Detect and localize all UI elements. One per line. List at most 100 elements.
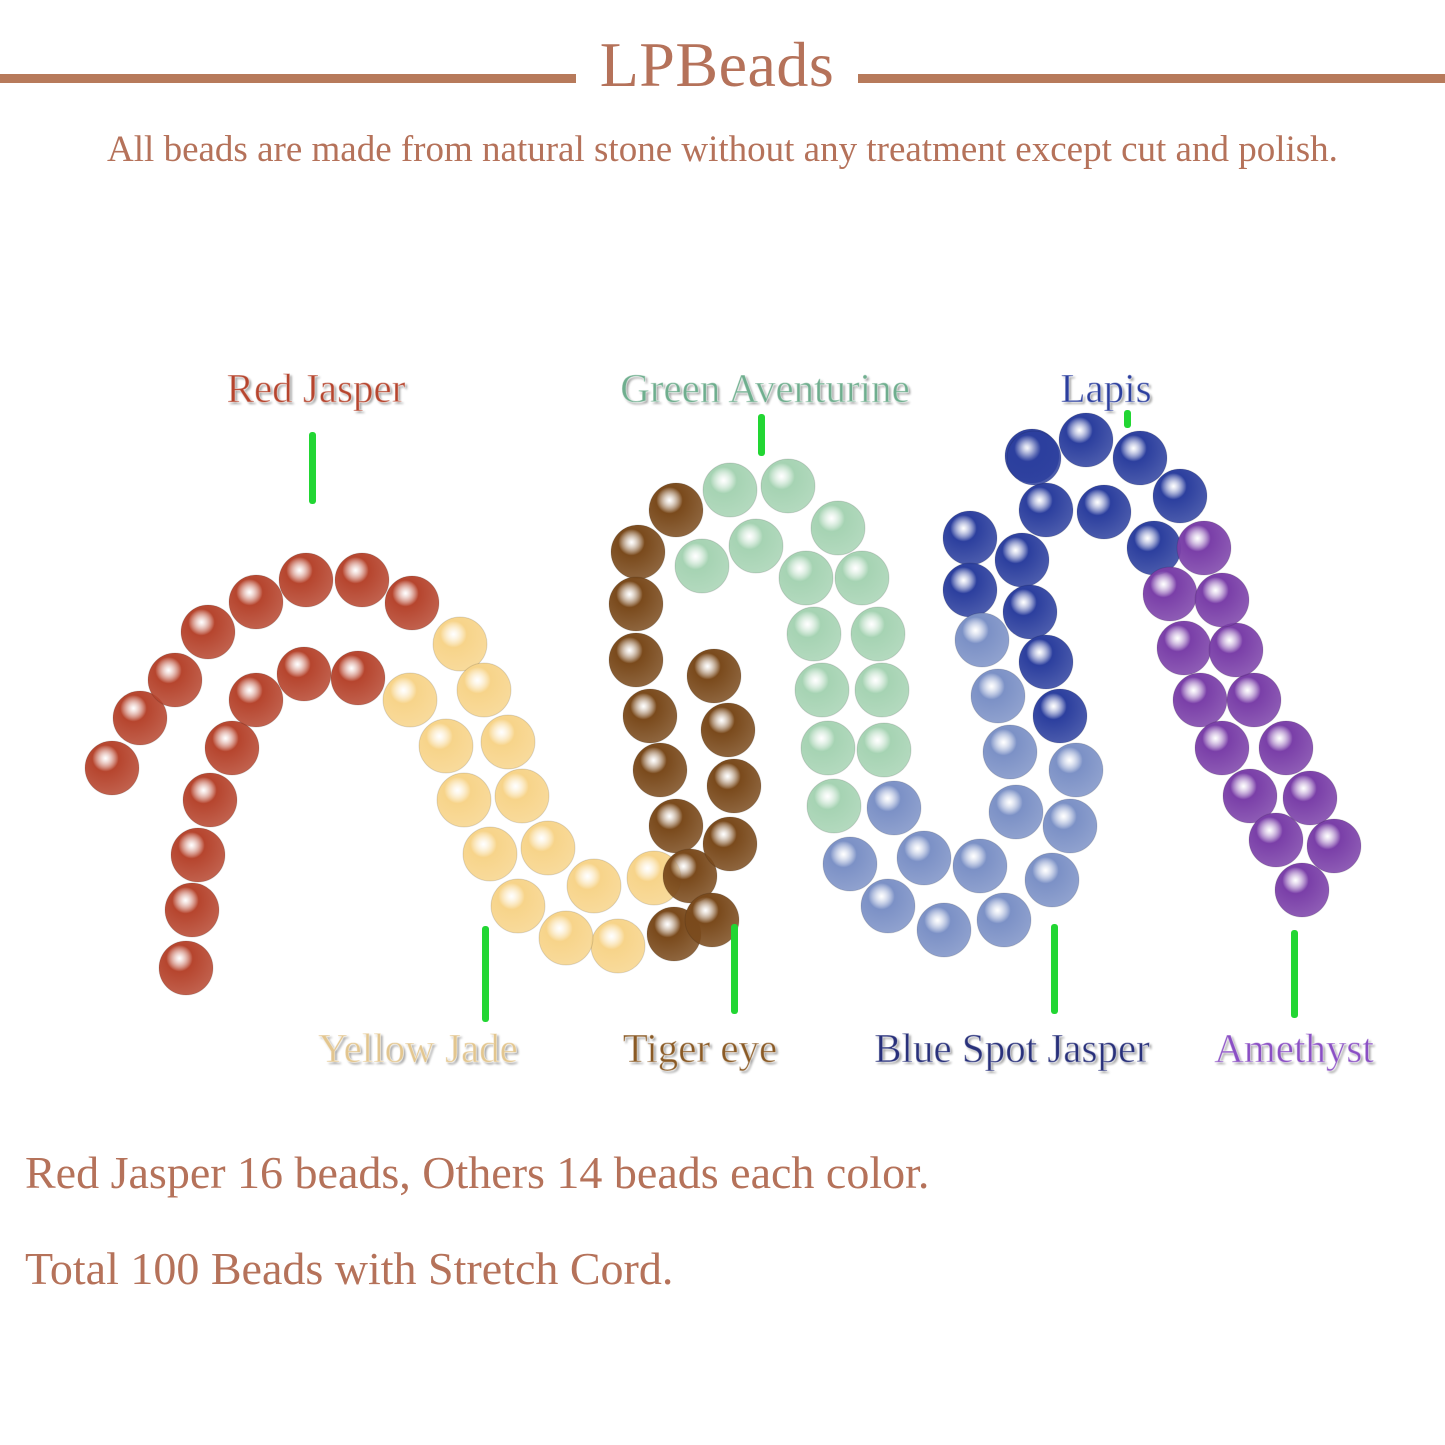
tick-amethyst [1291, 930, 1298, 1018]
label-yellow-jade: Yellow Jade [318, 1025, 519, 1072]
red-jasper-bead [164, 882, 220, 938]
green-aventurine-bead [834, 550, 890, 606]
red-jasper-bead [158, 940, 214, 996]
lapis-bead [1002, 584, 1058, 640]
yellow-jade-bead [382, 672, 438, 728]
blue-spot-jasper-bead [822, 836, 878, 892]
blue-spot-jasper-bead [982, 724, 1038, 780]
blue-spot-jasper-bead [860, 878, 916, 934]
tiger-eye-bead [684, 892, 740, 948]
blue-spot-jasper-bead [952, 838, 1008, 894]
lapis-bead [1058, 412, 1114, 468]
amethyst-bead [1222, 768, 1278, 824]
yellow-jade-bead [520, 820, 576, 876]
red-jasper-bead [228, 574, 284, 630]
blue-spot-jasper-bead [988, 784, 1044, 840]
tiger-eye-bead [610, 524, 666, 580]
header: LPBeads [0, 30, 1445, 100]
amethyst-bead [1194, 572, 1250, 628]
lapis-bead [942, 562, 998, 618]
tiger-eye-bead [702, 816, 758, 872]
red-jasper-bead [334, 552, 390, 608]
red-jasper-bead [278, 552, 334, 608]
amethyst-bead [1282, 770, 1338, 826]
tiger-eye-bead [632, 742, 688, 798]
tiger-eye-bead [648, 482, 704, 538]
red-jasper-bead [330, 650, 386, 706]
header-rule-left [0, 74, 576, 83]
green-aventurine-bead [702, 462, 758, 518]
lapis-bead [1152, 468, 1208, 524]
header-rule-right [858, 74, 1445, 83]
note-bead-counts: Red Jasper 16 beads, Others 14 beads eac… [25, 1147, 930, 1198]
green-aventurine-bead [786, 606, 842, 662]
green-aventurine-bead [728, 518, 784, 574]
yellow-jade-bead [538, 910, 594, 966]
amethyst-bead [1258, 720, 1314, 776]
lapis-bead [1006, 430, 1062, 486]
amethyst-bead [1142, 566, 1198, 622]
red-jasper-bead [170, 827, 226, 883]
amethyst-bead [1156, 620, 1212, 676]
lapis-bead [942, 510, 998, 566]
red-jasper-bead [276, 646, 332, 702]
green-aventurine-bead [854, 662, 910, 718]
yellow-jade-bead [494, 768, 550, 824]
red-jasper-bead [228, 672, 284, 728]
blue-spot-jasper-bead [1024, 852, 1080, 908]
green-aventurine-bead [850, 606, 906, 662]
lapis-bead [994, 532, 1050, 588]
lapis-bead [1076, 484, 1132, 540]
amethyst-bead [1208, 622, 1264, 678]
label-lapis: Lapis [1060, 365, 1152, 412]
note-total: Total 100 Beads with Stretch Cord. [25, 1243, 674, 1294]
tick-yellow-jade [482, 926, 489, 1022]
blue-spot-jasper-bead [896, 830, 952, 886]
red-jasper-bead [182, 772, 238, 828]
amethyst-bead [1306, 818, 1362, 874]
yellow-jade-bead [432, 616, 488, 672]
amethyst-bead [1194, 720, 1250, 776]
amethyst-bead [1274, 862, 1330, 918]
green-aventurine-bead [810, 500, 866, 556]
blue-spot-jasper-bead [954, 612, 1010, 668]
tick-green-aventurine [758, 414, 765, 456]
red-jasper-bead [384, 575, 440, 631]
green-aventurine-bead [806, 778, 862, 834]
green-aventurine-bead [794, 662, 850, 718]
tiger-eye-bead [662, 848, 718, 904]
blue-spot-jasper-bead [970, 668, 1026, 724]
tiger-eye-bead [706, 758, 762, 814]
label-amethyst: Amethyst [1214, 1025, 1374, 1072]
red-jasper-bead [112, 690, 168, 746]
subtitle: All beads are made from natural stone wi… [107, 129, 1338, 170]
red-jasper-bead [147, 652, 203, 708]
tick-lapis [1124, 410, 1131, 428]
amethyst-bead [1172, 672, 1228, 728]
brand-title: LPBeads [599, 29, 835, 100]
tick-tiger-eye [731, 924, 738, 1014]
yellow-jade-bead [456, 662, 512, 718]
lapis-bead [1018, 482, 1074, 538]
lapis-bead [1112, 430, 1168, 486]
yellow-jade-bead [590, 918, 646, 974]
lapis-bead [1032, 688, 1088, 744]
blue-spot-jasper-bead [916, 902, 972, 958]
green-aventurine-bead [674, 538, 730, 594]
label-green-aventurine: Green Aventurine [620, 365, 911, 412]
label-blue-spot-jasper: Blue Spot Jasper [874, 1025, 1151, 1072]
tiger-eye-bead [686, 648, 742, 704]
tiger-eye-bead [622, 688, 678, 744]
tick-red-jasper [309, 432, 316, 504]
tick-blue-spot-jasper [1051, 924, 1058, 1014]
yellow-jade-bead [490, 878, 546, 934]
yellow-jade-bead [480, 714, 536, 770]
yellow-jade-bead [566, 858, 622, 914]
green-aventurine-bead [778, 550, 834, 606]
tiger-eye-bead [608, 576, 664, 632]
red-jasper-bead [180, 604, 236, 660]
green-aventurine-bead [800, 720, 856, 776]
amethyst-bead [1248, 812, 1304, 868]
red-jasper-bead [84, 740, 140, 796]
